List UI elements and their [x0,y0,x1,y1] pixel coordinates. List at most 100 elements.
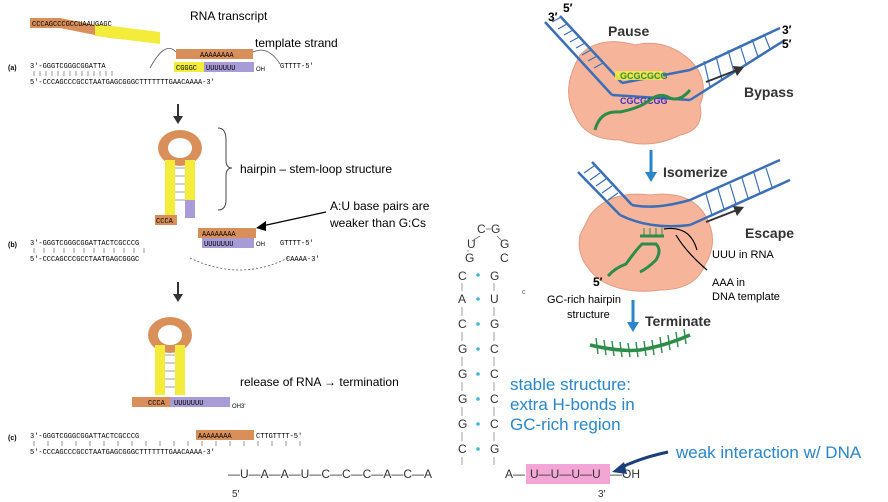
hairpin-2-stem-right [175,345,185,395]
stable-1: stable structure: [510,375,631,394]
five-prime-right: 5′ [782,37,792,51]
stable-2: extra H-bonds in [510,395,635,414]
loop-base-3: G [491,222,500,236]
loop-g: G [465,251,474,265]
hairpin-2-u [170,397,230,407]
tail-a: A— [505,467,525,481]
baseline-seq: —U—A—A—U—C—C—C—A—C—A [228,467,432,481]
three-prime-label: 3′ [598,489,606,500]
release-label: release of RNA → termination [240,375,399,389]
loop-base-4: G [500,237,509,251]
pause-panel: GCGCGCG CGCGCGG 3′ 5′ 3′ 5′ Pause Bypass [544,1,794,145]
u-block-a-text: UUUUUUU [206,65,235,73]
stem-right-7: G [490,442,499,456]
hairpin-1-ccca-text: CCCA [156,218,174,226]
bubble-bot-b [189,257,289,271]
uuu-pointer [663,227,698,251]
rna-seq-a: CCCAGCCCGCCUAAUGAGC [32,21,112,29]
five-prime-label: 5′ [232,489,240,500]
stem-left-5: G [458,392,467,406]
aaa-label-2: DNA template [712,291,780,303]
rna-yellow-segment [95,24,160,44]
dna-rungs-2 [583,165,773,216]
stem-right-2: G [490,317,499,331]
stem-left-3: G [458,342,467,356]
rungs-c [33,441,301,446]
panel-a-tag: (a) [8,65,17,72]
three-prime-left: 3′ [548,10,558,24]
stem-right-4: C [490,367,499,381]
hairpin-2-stem-left [155,345,165,395]
gc-top: GCGCGCG [620,71,668,81]
hairpin-1-stem-left [165,160,175,215]
hairpin-1: CCCA [155,130,202,226]
t-right-b: GTTTT-5' [280,240,314,248]
oh-b: OH [256,242,265,248]
pause-label: Pause [608,23,649,39]
a-block-b-text: AAAAAAAA [202,231,236,239]
terminate-step: Terminate [627,300,711,332]
bubble-top-a [149,48,177,69]
bot-seq-a: 5'-CCCAGCCCGCCTAATGAGCGGGCTTTTTTTGAACAAA… [30,79,215,87]
stable-annotation: stable structure: extra H-bonds in GC-ri… [510,375,635,434]
oh3: OH3' [232,404,245,410]
bot-seq-c: 5'-CCCAGCCCGCCTAATGAGCGGGCTTTTTTTGAACAAA… [30,449,215,457]
rnap-1 [568,41,704,145]
u-tail: U—U—U—U [530,467,601,481]
stem-left-4: G [458,367,467,381]
aaa-label-1: AAA in [712,277,745,289]
escape-panel: Escape UUU in RNA AAA in DNA template 5′… [547,158,794,321]
bubble-top-a-right [252,49,281,65]
arrow-down-1 [173,104,183,124]
a-block-c-text: AAAAAAAA [198,433,232,441]
isomerize-label: Isomerize [663,164,728,180]
oh-a: OH [256,67,265,73]
u-block-b [202,238,254,248]
stem-right-5: C [490,392,499,406]
hairpin-label: hairpin – stem-loop structure [240,162,392,176]
t-right-a: GTTTT-5' [280,63,314,71]
au-label-1: A:U base pairs are [330,199,430,213]
stem-right-6: C [490,417,499,431]
gc-bot: CGCGCGG [620,96,668,106]
hairpin-1-ccca [155,215,177,225]
stem-right-1: U [490,292,499,306]
gc-block-a [174,62,204,72]
arrow-down-2 [173,282,183,302]
stem-loop-sequence: U C G G G C A C G G G G C C U G C C C C … [228,222,640,500]
gc-hairpin-1: GC-rich hairpin [547,294,621,306]
a-block-c [196,430,254,440]
dna-rungs-1 [551,16,771,88]
hairpin-bracket [217,127,233,211]
escape-arrow [705,206,744,223]
stem-right-0: G [490,269,499,283]
panel-b: (b) 3'-GGGTCGGGCGGATTACTCGCCCG AAAAAAAA … [8,228,320,271]
hairpin-2-ccca [132,397,170,407]
rna-transcript-label: RNA transcript [190,9,268,23]
uuu-label: UUU in RNA [712,249,774,261]
u-tail-box [526,464,610,484]
loop-c: C [500,251,509,265]
tiny-mark: c [522,289,526,296]
template-strand-label: template strand [255,36,338,50]
rna-green-2 [606,242,661,278]
isomerize-step: Isomerize [645,150,728,182]
hairpin-2-u-text: UUUUUUU [174,400,203,408]
stem-left-7: C [458,442,467,456]
hairpin-1-u [185,200,195,218]
panel-b-tag: (b) [8,242,17,249]
weak-annotation: weak interaction w/ DNA [675,443,862,462]
rna-green-1 [593,89,692,131]
top-seq-b: 3'-GGGTCGGGCGGATTACTCGCCCG [30,240,139,248]
stem-left-2: C [458,317,467,331]
five-prime-hp: 5′ [593,275,603,289]
released-rna [589,328,691,358]
au-label-2: weaker than G:Cs [329,216,426,230]
escape-label: Escape [745,225,794,241]
panel-a: RNA transcript CCCAGCCCGCCUAAUGAGC templ… [8,9,338,87]
u-block-a [204,62,254,72]
five-prime-top: 5′ [563,1,573,15]
bot-seq-b-right: CAAAA-3' [286,256,320,264]
bypass-label: Bypass [744,84,794,100]
a-block-a-text: AAAAAAAA [200,52,234,60]
